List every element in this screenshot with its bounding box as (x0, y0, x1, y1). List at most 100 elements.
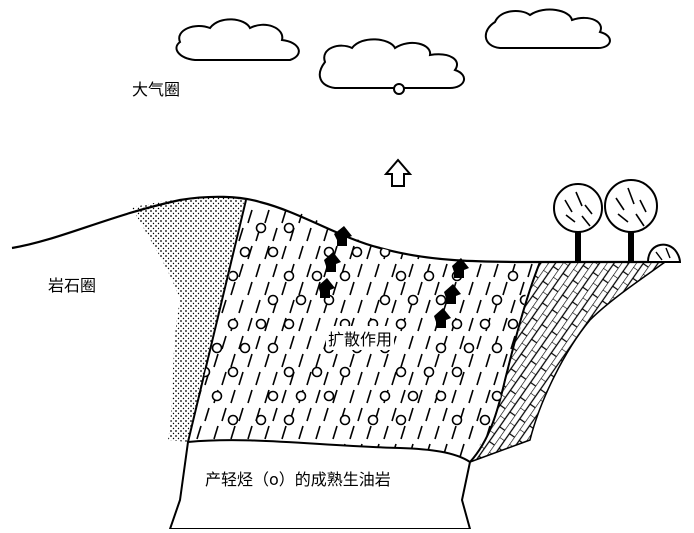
hydrocarbon-bubble-icon (491, 294, 503, 306)
hatch-mark (315, 353, 321, 368)
hatch-mark (298, 245, 304, 260)
hatch-mark (442, 227, 448, 242)
hatch-mark (255, 335, 261, 350)
cloud-icon (484, 8, 611, 49)
hatch-mark (315, 389, 321, 404)
hatch-mark (213, 425, 219, 440)
hydrocarbon-bubble-icon (227, 270, 239, 282)
hydrocarbon-bubble-icon (407, 390, 419, 402)
hatch-mark (221, 299, 227, 314)
hatch-mark (230, 353, 236, 368)
hatch-mark (230, 281, 236, 296)
hatch-mark (510, 299, 516, 314)
hatch-mark (476, 263, 482, 278)
hatch-mark (374, 263, 380, 278)
hatch-mark (400, 389, 406, 404)
hatch-mark (238, 299, 244, 314)
hatch-mark (468, 281, 474, 296)
hatch-mark (366, 353, 372, 368)
hatch-mark (476, 371, 482, 386)
hatch-mark (315, 209, 321, 224)
hatch-mark (238, 263, 244, 278)
hatch-mark (434, 209, 440, 224)
hatch-mark (340, 299, 346, 314)
hatch-mark (272, 407, 278, 422)
hatch-mark (502, 245, 508, 260)
hydrocarbon-bubble-icon (507, 318, 519, 330)
hatch-mark (451, 245, 457, 260)
hatch-mark (468, 245, 474, 260)
hatch-mark (485, 281, 491, 296)
hatch-mark (349, 353, 355, 368)
up-arrow-icon (324, 252, 341, 272)
hatch-mark (204, 407, 210, 422)
hatch-mark (417, 281, 423, 296)
diffusion-arrows-right (434, 258, 469, 328)
hydrocarbon-bubble-icon (395, 366, 407, 378)
hydrocarbon-bubble-icon (491, 342, 503, 354)
hatch-mark (374, 227, 380, 242)
hatch-mark (323, 407, 329, 422)
hydrocarbon-bubble-icon (423, 270, 435, 282)
carrier-bed-left-edge (187, 199, 247, 443)
hatch-mark (417, 317, 423, 332)
hydrocarbon-bubble-icon (339, 366, 351, 378)
hatch-mark (221, 371, 227, 386)
hatch-mark (315, 245, 321, 260)
hatch-mark (238, 407, 244, 422)
hatch-mark (264, 425, 270, 440)
hatch-mark (357, 263, 363, 278)
hydrocarbon-bubble-icon (283, 366, 295, 378)
hydrocarbon-bubble-icon (283, 270, 295, 282)
hatch-mark (298, 317, 304, 332)
hatch-mark (298, 353, 304, 368)
hatch-mark (417, 389, 423, 404)
hatch-mark (425, 227, 431, 242)
hydrocarbon-bubble-icon (283, 318, 295, 330)
hydrocarbon-bubble-icon (227, 414, 239, 426)
hatch-mark (255, 263, 261, 278)
hatch-mark (417, 353, 423, 368)
hatch-mark (451, 425, 457, 440)
hatch-mark (247, 209, 253, 224)
hatch-mark (281, 389, 287, 404)
hatch-mark (298, 281, 304, 296)
hatch-mark (408, 227, 414, 242)
hydrocarbon-bubble-icon (367, 222, 379, 234)
bush-icon (646, 243, 682, 263)
hatch-mark (476, 299, 482, 314)
hatch-mark (527, 227, 533, 242)
hatch-mark (264, 353, 270, 368)
ground-surface-line (11, 195, 665, 264)
tree-icon (553, 183, 603, 262)
hatch-mark (238, 371, 244, 386)
hydrocarbon-bubble-icon (451, 222, 463, 234)
hatch-mark (247, 317, 253, 332)
hatch-mark (527, 443, 533, 458)
hatch-mark (281, 353, 287, 368)
hatch-mark (400, 281, 406, 296)
hatch-mark (298, 425, 304, 440)
hatch-mark (459, 227, 465, 242)
hatch-mark (476, 407, 482, 422)
hydrocarbon-bubble-icon (227, 318, 239, 330)
hatch-mark (255, 299, 261, 314)
hatch-mark (306, 227, 312, 242)
hatch-mark (383, 353, 389, 368)
hydrocarbon-bubble-icon (395, 270, 407, 282)
hatch-mark (493, 227, 499, 242)
hatch-mark (510, 227, 516, 242)
hydrocarbon-bubble-icon (351, 246, 363, 258)
hydrocarbon-bubble-icon (379, 390, 391, 402)
hatch-mark (417, 209, 423, 224)
hydrocarbon-bubble-icon (283, 222, 295, 234)
hatch-mark (502, 281, 508, 296)
hatch-mark (408, 263, 414, 278)
hatch-mark (459, 299, 465, 314)
hatch-mark (323, 227, 329, 242)
hatch-mark (545, 408, 549, 421)
hatch-mark (502, 353, 508, 368)
hatch-mark (545, 444, 549, 457)
hydrocarbon-bubble-icon (239, 246, 251, 258)
